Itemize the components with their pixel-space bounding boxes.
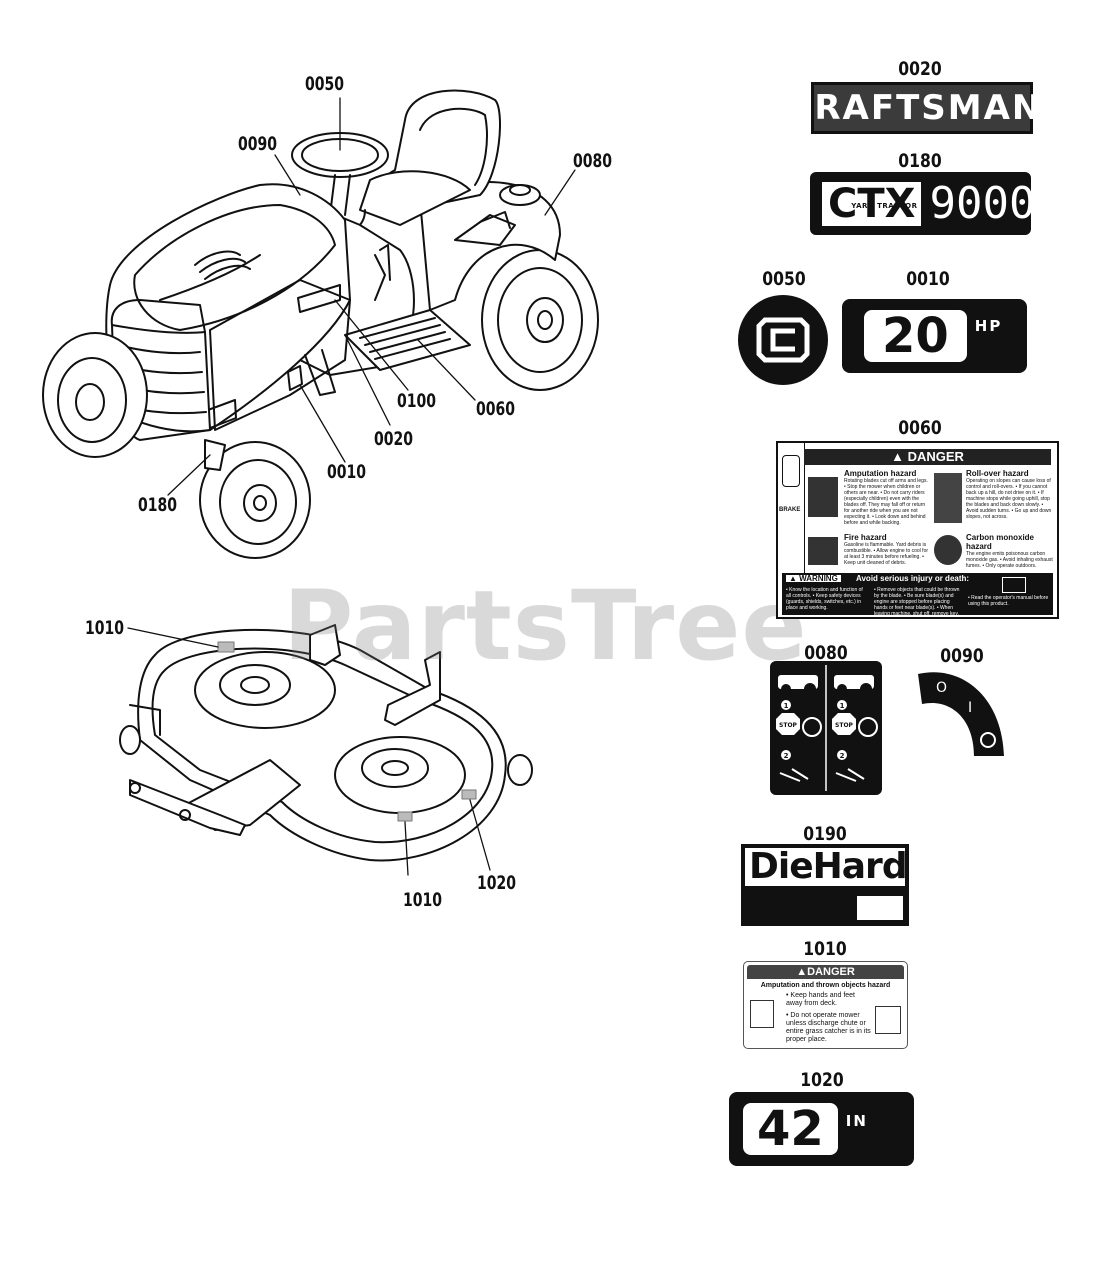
callout-0100: 0100 <box>397 390 437 412</box>
brake-label: BRAKE <box>779 507 801 513</box>
diehard-checker-flag <box>857 896 903 920</box>
callout-0180: 0180 <box>138 494 178 516</box>
callout-0050: 0050 <box>305 73 345 95</box>
deck-thrown-objects-icon <box>875 1006 901 1034</box>
warning-title: Avoid serious injury or death: <box>856 574 970 583</box>
stop-left: STOP <box>779 722 798 729</box>
ignition-on-label: I <box>968 700 972 716</box>
decal-20-hp: 20 HP <box>842 299 1027 373</box>
part-number-0080: 0080 <box>804 642 848 664</box>
part-number-0050: 0050 <box>762 268 806 290</box>
part-number-1020: 1020 <box>800 1069 844 1091</box>
step2-left: 2 <box>784 752 789 760</box>
hp-value: 20 <box>864 310 967 362</box>
rollover-title: Roll-over hazard <box>966 469 1029 478</box>
amputation-text: Rotating blades cut off arms and legs. •… <box>844 478 928 526</box>
part-number-0020: 0020 <box>898 58 942 80</box>
craftsman-text: CRAFTSMAN <box>787 88 1043 128</box>
manual-section: • Read the operator's manual before usin… <box>968 577 1052 611</box>
danger-header: ▲ DANGER <box>804 449 1051 465</box>
decal-craftsman: CRAFTSMAN● <box>787 82 1055 134</box>
callout-0060: 0060 <box>476 398 516 420</box>
decal-ctx-9000: CTX YARD TRACTOR 9000 <box>810 172 1035 235</box>
warning-col1: • Know the location and function of all … <box>786 587 863 611</box>
callout-1010-top: 1010 <box>85 617 125 639</box>
carbon-monoxide-section: Carbon monoxide hazard The engine emits … <box>934 533 1056 573</box>
part-number-0010: 0010 <box>906 268 950 290</box>
deck-size-unit: IN <box>845 1112 868 1130</box>
part-number-1010: 1010 <box>803 938 847 960</box>
part-number-0180: 0180 <box>898 150 942 172</box>
mower-deck-illustration <box>119 624 533 876</box>
step1-right: 1 <box>840 702 845 710</box>
callout-0020: 0020 <box>374 428 414 450</box>
part-number-0090: 0090 <box>940 645 984 667</box>
deck-danger-line1: • Keep hands and feet away from deck. <box>786 992 856 1007</box>
ctx-brand: CTX <box>828 180 916 227</box>
rollover-section: Roll-over hazard Operating on slopes can… <box>934 469 1056 531</box>
decal-danger-safety: BRAKE ▲ DANGER Amputation hazard Rotatin… <box>776 441 1059 619</box>
tractor-illustration <box>42 89 599 559</box>
deck-hand-icon <box>750 1000 774 1028</box>
co-text: The engine emits poisonous carbon monoxi… <box>966 551 1053 569</box>
fire-text: Gasoline is flammable. Yard debris is co… <box>844 542 929 566</box>
amputation-title: Amputation hazard <box>844 469 917 478</box>
manual-book-icon <box>1002 577 1026 593</box>
warning-col2: • Remove objects that could be thrown by… <box>874 587 960 617</box>
decal-42-in: 42 IN <box>729 1092 914 1166</box>
deck-danger-title: Amputation and thrown objects hazard <box>760 982 891 989</box>
ctx-brand-box: CTX YARD TRACTOR <box>822 180 922 227</box>
craftsman-emblem-icon <box>738 295 828 385</box>
hp-unit: HP <box>974 317 1003 335</box>
warning-col3: • Read the operator's manual before usin… <box>968 595 1049 607</box>
step2-right: 2 <box>840 752 845 760</box>
callout-0090: 0090 <box>238 133 278 155</box>
diehard-text: DieHard <box>745 848 908 886</box>
fire-title: Fire hazard <box>844 533 887 542</box>
warning-panel: ▲ WARNING Avoid serious injury or death:… <box>782 573 1053 617</box>
deck-danger-line2: • Do not operate mower unless discharge … <box>786 1012 871 1043</box>
callout-0080: 0080 <box>573 150 613 172</box>
ctx-model: 9000 <box>929 178 1036 229</box>
fire-section: Fire hazard Gasoline is flammable. Yard … <box>808 533 930 573</box>
part-number-0190: 0190 <box>803 823 847 845</box>
callout-1010-bottom: 1010 <box>403 889 443 911</box>
warning-label: ▲ WARNING <box>786 575 841 583</box>
stop-right: STOP <box>835 722 854 729</box>
co-title: Carbon monoxide hazard <box>966 533 1035 551</box>
decal-diehard: DieHard <box>741 844 909 926</box>
step1-left: 1 <box>784 702 789 710</box>
amputation-section: Amputation hazard Rotating blades cut of… <box>808 469 930 531</box>
ignition-off-label: O <box>936 680 947 696</box>
rollover-text: Operating on slopes can cause loss of co… <box>966 478 1052 520</box>
callout-0010: 0010 <box>327 461 367 483</box>
brake-panel: BRAKE <box>778 443 805 573</box>
part-number-0060: 0060 <box>898 417 942 439</box>
deck-danger-header: ▲DANGER <box>747 965 904 979</box>
decal-danger-deck: ▲DANGER Amputation and thrown objects ha… <box>743 961 908 1049</box>
watermark: PartsTree <box>283 570 808 682</box>
decal-operation-controls: 1 1 STOP STOP 2 2 <box>770 661 882 795</box>
callout-1020: 1020 <box>477 872 517 894</box>
deck-size-value: 42 <box>743 1103 838 1155</box>
ctx-subtitle: YARD TRACTOR <box>851 201 918 210</box>
decal-ignition-switch: O I <box>918 672 1004 756</box>
